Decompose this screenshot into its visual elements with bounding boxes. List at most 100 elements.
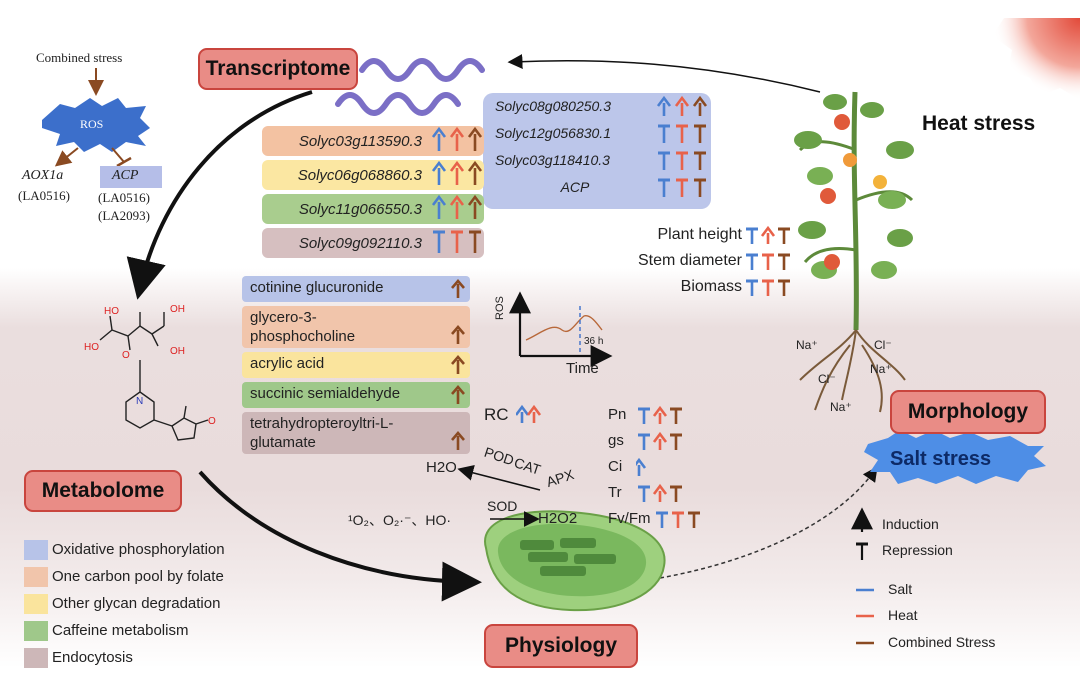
metabolite-box: cotinine glucuronide	[242, 276, 470, 302]
chem-o-keto: O	[208, 416, 216, 427]
repression-t-icon	[676, 151, 688, 170]
rc-label: RC	[484, 405, 509, 424]
graph-ylabel: ROS	[494, 296, 506, 320]
regulation-marks	[658, 178, 706, 197]
induction-arrow-icon	[431, 126, 447, 151]
legend-label: Other glycan degradation	[52, 595, 221, 612]
repression-t-icon	[694, 151, 706, 170]
metabolite-name-line: succinic semialdehyde	[250, 385, 401, 402]
induction-arrow-icon	[467, 160, 483, 185]
gene-marks	[430, 228, 484, 258]
physio-param-label: Pn	[608, 406, 627, 423]
repression-t-icon	[638, 407, 650, 424]
repression-t-icon	[746, 227, 758, 244]
repression-t-icon	[670, 407, 682, 424]
ros-time-graph	[509, 291, 613, 367]
regulation-marks	[431, 126, 483, 151]
induction-arrow-icon	[656, 95, 672, 116]
legend-label: Endocytosis	[52, 649, 133, 666]
morph-trait-label: Biomass	[680, 278, 742, 295]
regulation-marks	[658, 151, 706, 170]
induction-arrow-icon	[449, 126, 465, 151]
induction-arrow-icon	[526, 404, 542, 423]
induction-arrow-icon	[467, 126, 483, 151]
aox1a-label: AOX1a	[22, 168, 64, 183]
repression-t-icon	[746, 279, 758, 296]
induction-arrow-icon	[516, 404, 530, 423]
legend-label: Oxidative phosphorylation	[52, 541, 225, 558]
legend-repression-label: Repression	[882, 542, 953, 558]
regulation-marks	[746, 253, 790, 270]
acp-line2-label: (LA2093)	[98, 208, 150, 223]
gene-marks	[430, 160, 484, 190]
chem-ho-1: HO	[104, 306, 119, 317]
cycle-arrow-physiology-to-morphology	[659, 466, 878, 579]
repression-t-icon	[688, 511, 700, 528]
chem-oh-2: OH	[170, 346, 185, 357]
regulation-marks	[746, 279, 790, 296]
repression-t-icon	[670, 433, 682, 450]
ros-species-label: ¹O₂、O₂·⁻、HO·	[348, 512, 452, 528]
regulation-marks	[746, 225, 790, 244]
regulation-marks	[433, 230, 481, 253]
physio-param-label: gs	[608, 432, 624, 449]
regulation-marks	[636, 457, 647, 476]
physio-param-label: Fv/Fm	[608, 510, 651, 527]
morph-trait-label: Stem diameter	[637, 252, 742, 269]
repression-t-icon	[676, 178, 688, 197]
legend-swatch	[24, 540, 48, 560]
morph-trait-label: Plant height	[657, 226, 742, 243]
mrna-wave-1	[359, 58, 485, 82]
legend-combined-label: Combined Stress	[888, 634, 996, 650]
induction-arrow-icon	[674, 95, 690, 116]
gene-row: Solyc11g066550.3	[262, 194, 484, 224]
chloroplast-icon	[484, 510, 666, 612]
induction-arrow-icon	[467, 194, 483, 219]
physio-param-label: Ci	[608, 458, 623, 475]
induction-arrow-icon	[652, 483, 668, 502]
h2o2-label: H2O2	[538, 510, 578, 527]
induction-arrow-icon	[451, 279, 465, 298]
repression-t-icon	[451, 230, 463, 253]
ros-label: ROS	[80, 117, 104, 131]
chem-o-ring: O	[122, 350, 130, 361]
induction-arrow-icon	[451, 355, 465, 374]
mrna-wave-2	[335, 92, 461, 116]
regulation-marks	[431, 160, 483, 185]
gene-name: Solyc11g066550.3	[298, 200, 422, 218]
induction-arrow-icon	[652, 405, 668, 424]
repression-t-icon	[638, 433, 650, 450]
repression-t-icon	[469, 230, 481, 253]
induction-arrow-icon	[760, 225, 776, 244]
regulation-marks	[516, 404, 542, 423]
gene-name: Solyc03g113590.3	[298, 132, 422, 150]
h2o-label: H2O	[426, 459, 457, 476]
legend-swatch	[24, 594, 48, 614]
metabolite-box: succinic semialdehyde	[242, 382, 470, 408]
gene-name-right: Solyc08g080250.3	[495, 98, 611, 114]
cycle-arrow-transcriptome-to-metabolome	[126, 90, 313, 300]
graph-marker-label: 36 h	[584, 336, 604, 347]
cycle-arrow-metabolome-to-physiology	[198, 470, 482, 602]
repression-t-icon	[778, 253, 790, 270]
induction-arrow-icon	[451, 385, 465, 404]
regulation-marks	[431, 194, 483, 219]
chem-n: N	[136, 396, 144, 407]
regulation-marks	[638, 483, 682, 502]
salt-stress-label: Salt stress	[890, 448, 992, 470]
heat-stress-label: Heat stress	[922, 112, 1036, 135]
legend-label: Caffeine metabolism	[52, 622, 189, 639]
regulation-marks	[638, 431, 682, 450]
graph-xlabel: Time	[566, 360, 599, 377]
regulation-marks	[656, 95, 708, 116]
repression-t-icon	[433, 230, 445, 253]
gene-name-right: Solyc03g118410.3	[495, 152, 610, 168]
gene-name: Solyc09g092110.3	[298, 234, 422, 252]
repression-t-icon	[658, 178, 670, 197]
repression-t-icon	[778, 279, 790, 296]
tomato-plant-icon	[794, 91, 914, 413]
repression-t-icon	[658, 124, 670, 143]
repression-t-icon	[762, 253, 774, 270]
salt-stress-burst-shape	[864, 430, 1046, 484]
